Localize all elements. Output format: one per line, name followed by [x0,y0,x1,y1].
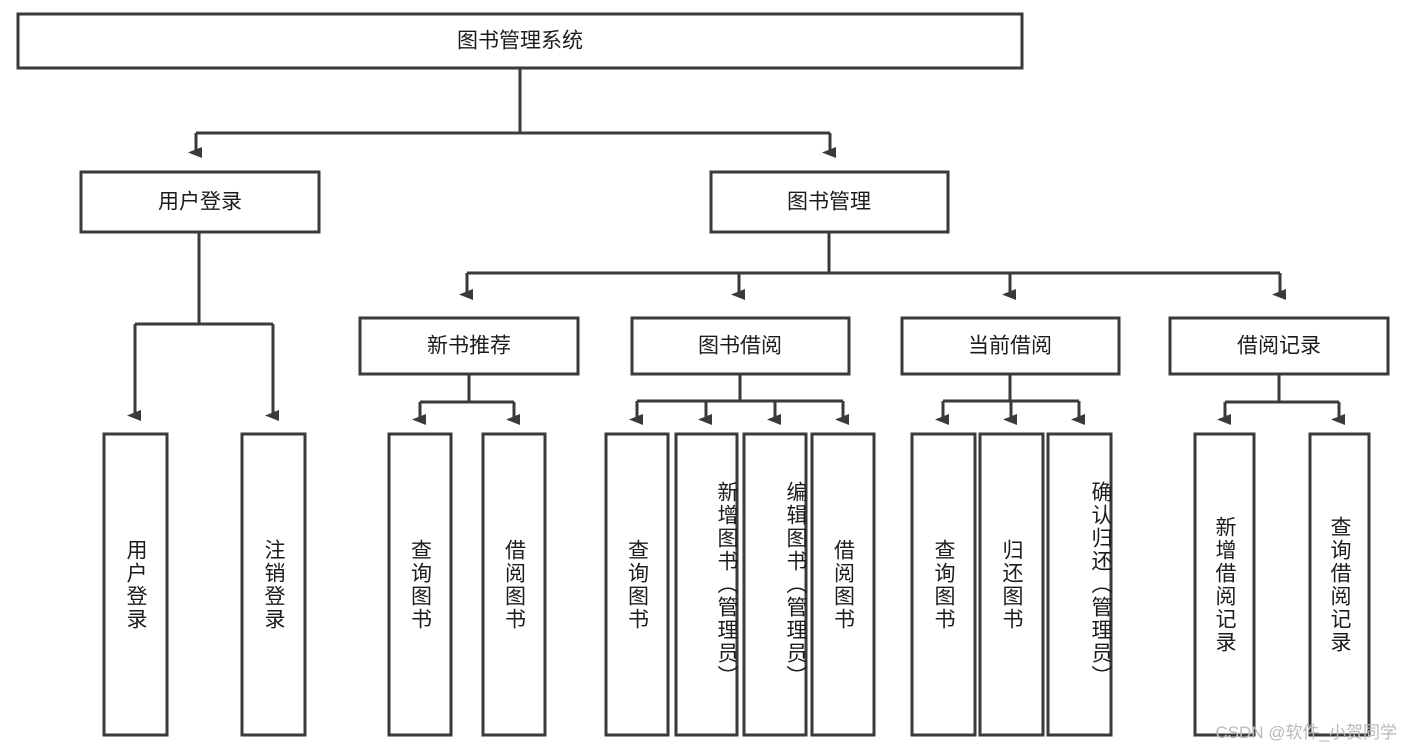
connector-bookmanage-to-level3 [459,232,1286,300]
node-book-borrow[interactable]: 图书借阅 [630,316,851,376]
node-book-manage-label: 图书管理 [787,191,871,214]
leaf-box-return-book [978,432,1045,737]
node-borrow-record-label: 借阅记录 [1237,335,1321,358]
connector-borrowrecord-to-leaves [1217,374,1345,425]
node-user-login-label: 用户登录 [158,191,242,214]
node-current-borrow-label: 当前借阅 [968,335,1052,358]
connector-newbook-to-leaves [412,374,520,425]
connector-currentborrow-to-leaves [935,374,1085,425]
leaf-box-query-book-3 [910,432,977,737]
node-book-manage[interactable]: 图书管理 [709,170,950,234]
leaf-box-query-record [1308,432,1371,737]
csdn-watermark: CSDN @软件_小贺同学 [1215,723,1397,742]
leaf-box-user-login [102,432,169,737]
node-root-label: 图书管理系统 [457,30,583,53]
node-new-book-rec-label: 新书推荐 [427,335,511,358]
leaf-boxes [102,432,1371,737]
leaf-box-user-logout [240,432,307,737]
leaf-box-add-book [674,432,739,737]
leaf-box-borrow-book-2 [810,432,876,737]
leaf-box-borrow-book-1 [481,432,547,737]
leaf-box-add-record [1193,432,1256,737]
node-current-borrow[interactable]: 当前借阅 [900,316,1121,376]
node-new-book-rec[interactable]: 新书推荐 [358,316,580,376]
connector-userlogin-to-leaves [127,232,279,421]
node-user-login[interactable]: 用户登录 [79,170,321,234]
leaf-box-edit-book [742,432,808,737]
node-book-borrow-label: 图书借阅 [698,335,782,358]
node-root[interactable]: 图书管理系统 [16,12,1024,70]
node-borrow-record[interactable]: 借阅记录 [1168,316,1390,376]
connector-root-to-level2 [188,68,836,158]
connector-bookborrow-to-leaves [629,374,849,425]
leaf-box-query-book-2 [604,432,670,737]
leaf-box-confirm-return [1046,432,1113,737]
leaf-box-query-book-1 [387,432,453,737]
